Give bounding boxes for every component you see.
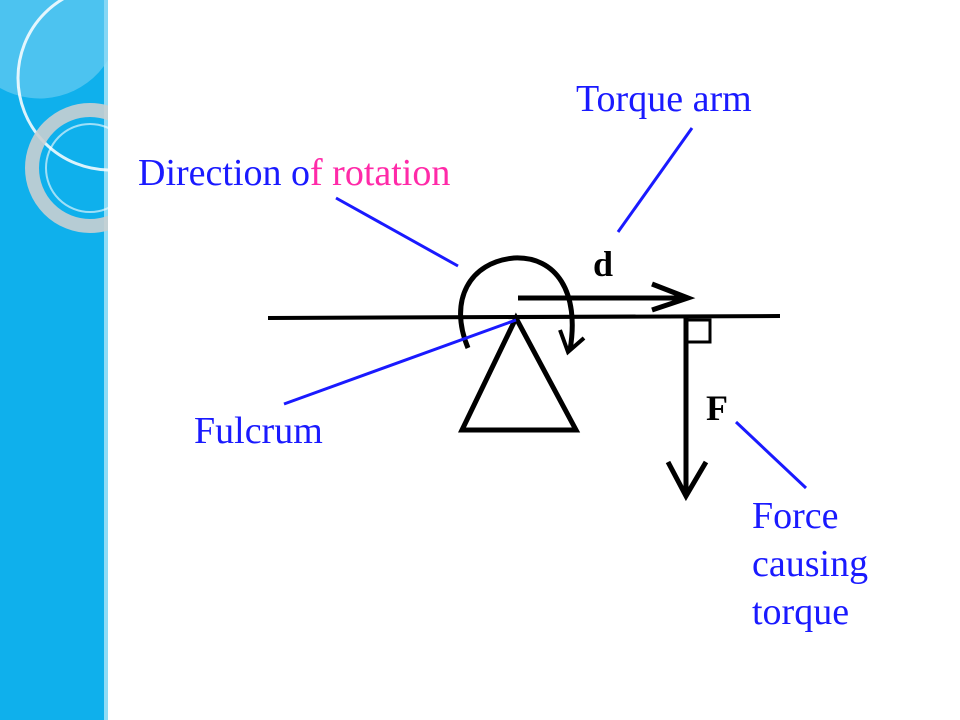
decorative-ring-large bbox=[16, 0, 108, 172]
direction-label-part-highlight: f rotation bbox=[310, 152, 451, 194]
torque-arm-label: Torque arm bbox=[576, 78, 752, 120]
leader-fulcrum bbox=[283, 318, 517, 406]
lever-beam bbox=[267, 314, 781, 320]
direction-of-rotation-label: Direction of rotation bbox=[138, 154, 450, 192]
leader-torque-arm bbox=[616, 127, 694, 233]
force-label-line-2: causing bbox=[752, 543, 869, 585]
force-causing-torque-label: Force causing torque bbox=[752, 492, 868, 636]
fulcrum-label: Fulcrum bbox=[194, 410, 323, 452]
rotation-arc bbox=[458, 255, 575, 351]
d-symbol: d bbox=[593, 244, 614, 284]
side-panel-edge bbox=[104, 0, 108, 720]
force-arrowhead bbox=[665, 460, 709, 502]
right-angle-marker bbox=[686, 318, 712, 344]
leader-direction bbox=[335, 196, 459, 268]
f-symbol: F bbox=[706, 388, 728, 428]
torque-arm-arrowhead bbox=[651, 281, 696, 313]
fulcrum-triangle bbox=[458, 312, 581, 433]
decorative-ring-small bbox=[25, 103, 108, 233]
direction-label-part-blue: Direction o bbox=[138, 152, 311, 194]
force-label-line-3: torque bbox=[752, 591, 850, 633]
force-label-line-1: Force bbox=[752, 495, 839, 537]
decorative-side-panel bbox=[0, 0, 108, 720]
rotation-arrowhead bbox=[558, 329, 586, 356]
decorative-ring-small-inner bbox=[45, 123, 108, 213]
leader-force bbox=[734, 420, 808, 490]
light-quarter-circle bbox=[0, 0, 108, 99]
